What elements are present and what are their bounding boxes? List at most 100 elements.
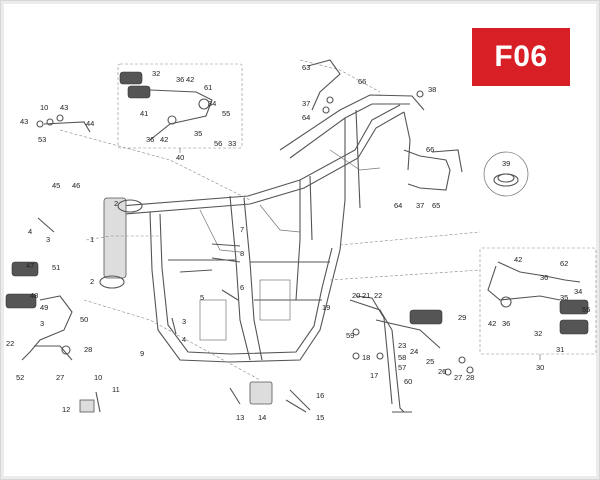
bolt-icon [36,90,474,413]
callout-11: 11 [112,385,120,394]
callout-46: 46 [72,181,80,190]
callout-3: 3 [40,319,44,328]
callout-66: 66 [426,145,434,154]
callout-3: 3 [46,235,50,244]
callout-2: 2 [114,199,118,208]
callout-16: 16 [316,391,324,400]
callout-45: 45 [52,181,60,190]
footpeg-icon [119,71,213,141]
callout-10: 10 [40,103,48,112]
callout-65: 65 [432,201,440,210]
footrest-subassembly-box-30 [479,247,597,355]
callout-47: 47 [26,261,34,270]
callout-2: 2 [90,277,94,286]
callout-59: 59 [346,331,354,340]
callout-22: 22 [6,339,14,348]
callout-26: 26 [438,367,446,376]
callout-21: 21 [362,291,370,300]
motorcycle-frame-icon [99,94,425,363]
callout-1: 1 [90,235,94,244]
callout-36: 36 [502,319,510,328]
callout-42: 42 [488,319,496,328]
callout-6: 6 [240,283,244,292]
callout-40: 40 [176,153,184,162]
callout-48: 48 [30,291,38,300]
callout-58: 58 [398,353,406,362]
callout-66: 66 [358,77,366,86]
callout-36: 36 [540,273,548,282]
callout-20: 20 [352,291,360,300]
callout-35: 35 [194,129,202,138]
side-stand-icon [349,295,443,413]
callout-37: 37 [416,201,424,210]
callout-labels: 63 66 38 37 64 32 36 42 61 41 34 55 36 4… [6,63,590,422]
callout-49: 49 [40,303,48,312]
callout-51: 51 [52,263,60,272]
callout-52: 52 [16,373,24,382]
callout-42: 42 [514,255,522,264]
callout-53: 53 [38,135,46,144]
callout-27: 27 [56,373,64,382]
footpeg-icon [5,261,73,361]
callout-34: 34 [208,99,216,108]
callout-5: 5 [200,293,204,302]
callout-19: 19 [322,303,330,312]
callout-27: 27 [454,373,462,382]
callout-13: 13 [236,413,244,422]
callout-43: 43 [60,103,68,112]
callout-22: 22 [374,291,382,300]
callout-64: 64 [302,113,310,122]
callout-36: 36 [176,75,184,84]
callout-31: 31 [556,345,564,354]
callout-10: 10 [94,373,102,382]
callout-32: 32 [152,69,160,78]
callout-60: 60 [404,377,412,386]
callout-55: 55 [222,109,230,118]
callout-61: 61 [204,83,212,92]
callout-37: 37 [302,99,310,108]
callout-18: 18 [362,353,370,362]
callout-3: 3 [182,317,186,326]
callout-62: 62 [560,259,568,268]
callout-24: 24 [410,347,418,356]
callout-38: 38 [428,85,436,94]
callout-44: 44 [86,119,94,128]
callout-7: 7 [240,225,244,234]
callout-35: 35 [560,293,568,302]
callout-29: 29 [458,313,466,322]
callout-42: 42 [160,135,168,144]
callout-39: 39 [502,159,510,168]
callout-32: 32 [534,329,542,338]
callout-57: 57 [398,363,406,372]
callout-36: 36 [146,135,154,144]
callout-4: 4 [28,227,32,236]
callout-43: 43 [20,117,28,126]
callout-17: 17 [370,371,378,380]
callout-4: 4 [182,335,186,344]
callout-28: 28 [466,373,474,382]
callout-63: 63 [302,63,310,72]
callout-9: 9 [140,349,144,358]
callout-33: 33 [228,139,236,148]
bracket [307,59,463,191]
callout-50: 50 [80,315,88,324]
footpeg-icon [487,261,589,335]
callout-8: 8 [240,249,244,258]
callout-28: 28 [84,345,92,354]
callout-15: 15 [316,413,324,422]
hose-clamp-icon [483,151,529,197]
callout-23: 23 [398,341,406,350]
section-badge: F06 [472,28,570,86]
callout-64: 64 [394,201,402,210]
callout-25: 25 [426,357,434,366]
callout-42: 42 [186,75,194,84]
callout-30: 30 [536,363,544,372]
callout-12: 12 [62,405,70,414]
callout-14: 14 [258,413,266,422]
callout-41: 41 [140,109,148,118]
callout-55: 55 [582,305,590,314]
callout-34: 34 [574,287,582,296]
callout-56: 56 [214,139,222,148]
